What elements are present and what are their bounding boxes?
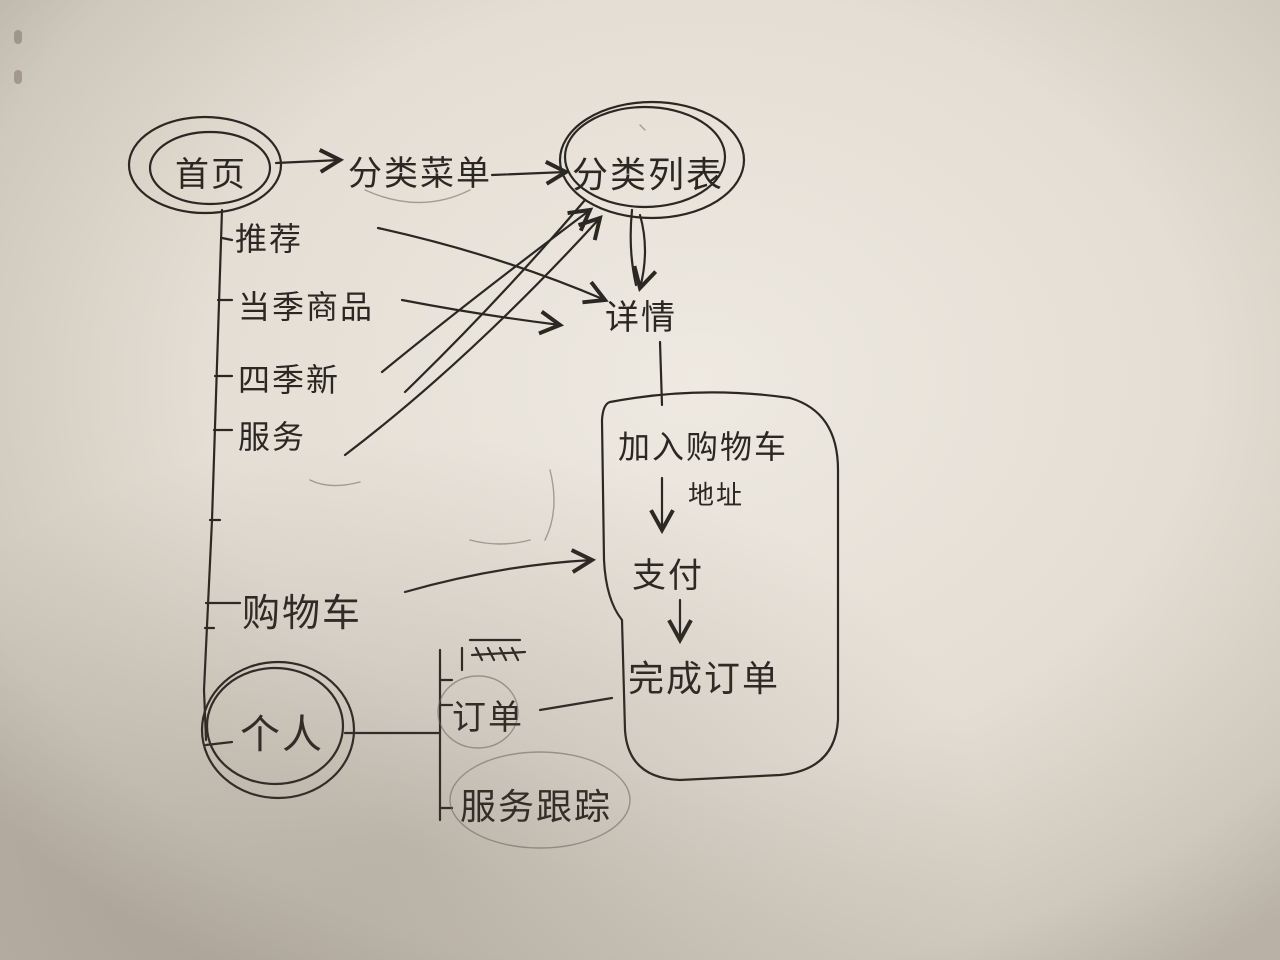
arrow-menu-to-list xyxy=(490,160,571,186)
category-list-circle-inner xyxy=(563,105,727,209)
checkout-box xyxy=(600,391,840,782)
node-home: 首页 xyxy=(175,155,247,195)
line-complete-to-order xyxy=(538,696,614,712)
node-service-tracking: 服务跟踪 xyxy=(460,787,613,828)
arrow-service-to-list xyxy=(343,214,603,457)
home-circle xyxy=(127,115,283,215)
arrow-list-to-detail xyxy=(632,213,658,292)
arrow-seasonnew-to-list xyxy=(380,207,594,374)
node-recommend: 推荐 xyxy=(235,220,304,258)
branch-personal xyxy=(204,740,234,747)
node-pay: 支付 xyxy=(632,556,704,596)
node-category-list: 分类列表 xyxy=(572,155,725,196)
arrow-home-to-menu xyxy=(274,148,345,174)
personal-circle-inner xyxy=(205,666,345,786)
arrow-seasonal-to-detail xyxy=(400,298,565,336)
node-service: 服务 xyxy=(238,418,307,456)
category-list-circle xyxy=(558,100,746,220)
node-cart: 购物车 xyxy=(242,591,363,635)
line-detail-to-cart xyxy=(658,340,664,407)
trunk-line xyxy=(202,208,224,742)
stray-stroke xyxy=(639,124,646,131)
home-circle-inner xyxy=(148,130,272,206)
arrow-recommend-to-detail xyxy=(376,226,609,305)
arrow-cart-to-pay xyxy=(403,548,597,594)
stray-stroke xyxy=(544,469,555,541)
stray-stroke xyxy=(469,539,531,545)
node-detail: 详情 xyxy=(605,298,677,338)
personal-circle xyxy=(200,660,356,800)
stray-stroke xyxy=(364,189,471,204)
node-category-menu: 分类菜单 xyxy=(348,154,492,194)
binder-hole xyxy=(14,30,22,44)
arrow-list-to-detail-2 xyxy=(629,208,638,287)
crossed-out-scribble xyxy=(460,638,527,672)
node-season-new: 四季新 xyxy=(238,361,341,399)
node-add-to-cart: 加入购物车 xyxy=(618,428,789,466)
node-seasonal-goods: 当季商品 xyxy=(238,288,375,326)
node-order: 订单 xyxy=(452,698,524,738)
node-personal: 个人 xyxy=(240,712,324,758)
arrow-service-to-list-2 xyxy=(403,198,587,394)
branch-recommend xyxy=(220,236,234,242)
binder-hole xyxy=(14,70,22,84)
order-circle xyxy=(437,675,519,749)
node-complete-order: 完成订单 xyxy=(628,659,781,700)
stray-stroke xyxy=(309,479,361,487)
node-address: 地址 xyxy=(688,481,745,511)
tracking-circle xyxy=(449,751,631,849)
